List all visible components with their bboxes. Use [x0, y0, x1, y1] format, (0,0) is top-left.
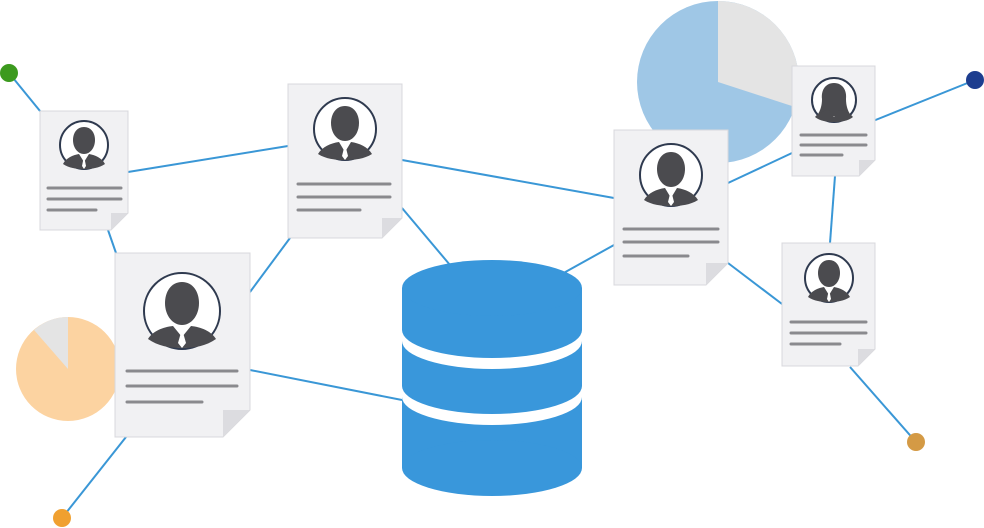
- pie-chart-left: [16, 317, 120, 421]
- navy-node-dot: [966, 71, 984, 89]
- male-avatar-icon: [59, 120, 109, 170]
- profile-card-c: [791, 65, 876, 177]
- profile-card-b: [287, 83, 403, 239]
- profile-card-f: [114, 252, 251, 438]
- profile-card-d: [613, 129, 729, 286]
- green-node-dot: [0, 64, 18, 82]
- database-icon: [402, 260, 582, 496]
- network-links: [8, 72, 976, 519]
- male-avatar-icon: [639, 143, 703, 207]
- male-avatar-icon: [143, 272, 221, 350]
- female-avatar-icon: [811, 77, 857, 123]
- ochre-node-dot: [907, 433, 925, 451]
- pie-chart-right: [637, 1, 799, 163]
- male-avatar-icon: [804, 253, 854, 303]
- male-avatar-icon: [313, 97, 377, 161]
- profile-card-a: [39, 110, 129, 231]
- orange-node-dot: [53, 509, 71, 527]
- profile-card-e: [781, 242, 876, 367]
